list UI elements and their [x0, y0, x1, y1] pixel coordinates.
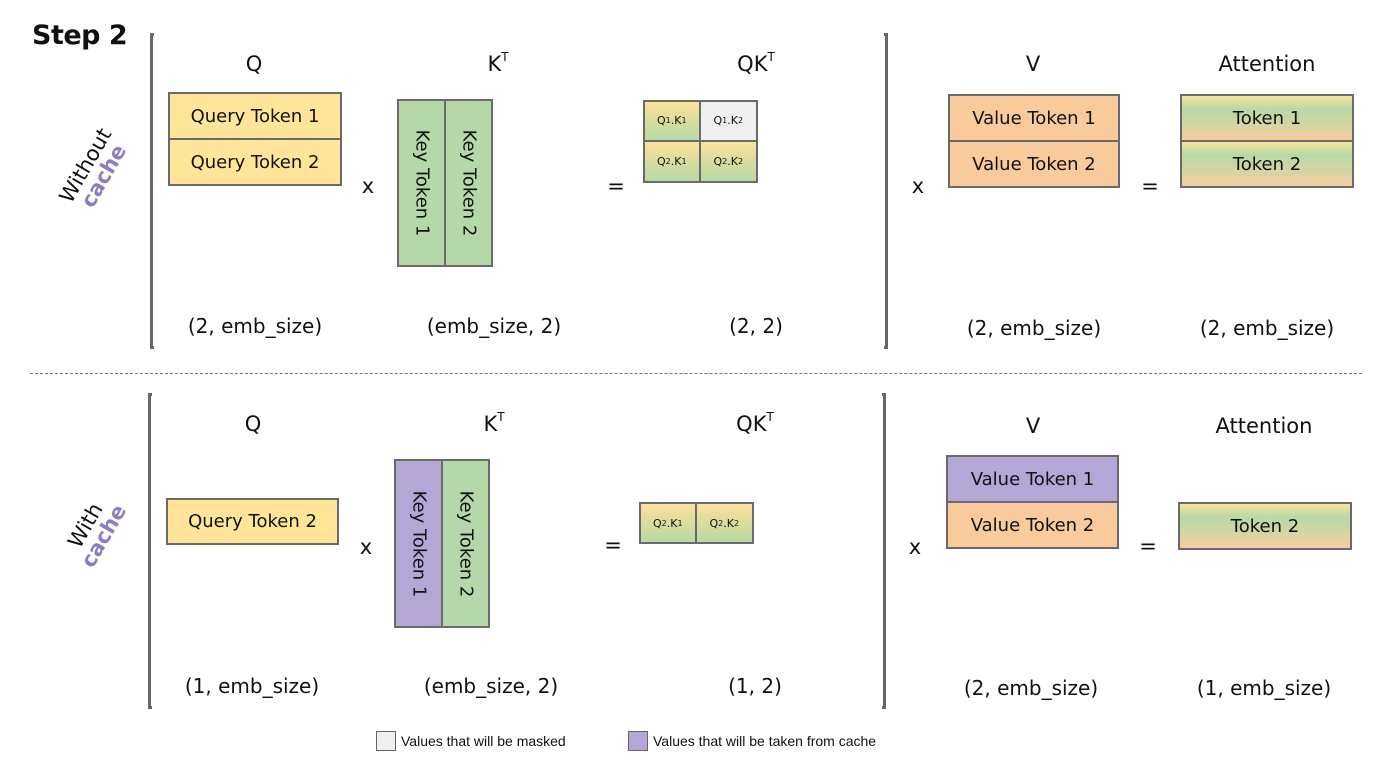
legend-swatch-masked — [376, 731, 396, 751]
value-row: Value Token 2 — [950, 142, 1118, 186]
multiply-operator: x — [911, 174, 925, 198]
header-qkt: QKT — [736, 410, 774, 436]
dimension-qkt: (2, 2) — [729, 314, 783, 338]
query-row: Query Token 2 — [168, 500, 337, 543]
key-column: Key Token 1 — [399, 101, 446, 265]
value-row-cached: Value Token 1 — [948, 457, 1117, 503]
section-divider — [30, 373, 1362, 374]
value-row: Value Token 1 — [950, 96, 1118, 142]
header-kt-base: K — [487, 52, 502, 76]
value-row: Value Token 2 — [948, 503, 1117, 547]
multiply-operator: x — [908, 535, 922, 559]
header-qkt-sup: T — [766, 410, 774, 424]
header-kt-sup: T — [501, 50, 509, 64]
attention-row: Token 1 — [1182, 96, 1352, 142]
equals-operator: = — [1139, 534, 1157, 558]
legend-label-cache: Values that will be taken from cache — [653, 733, 877, 749]
legend-item-cache: Values that will be taken from cache — [628, 731, 876, 751]
key-transpose-matrix: Key Token 1 Key Token 2 — [397, 99, 493, 267]
value-matrix: Value Token 1 Value Token 2 — [948, 94, 1120, 188]
equals-operator: = — [1141, 174, 1159, 198]
header-v: V — [1025, 414, 1041, 438]
header-qkt-base: QK — [736, 412, 767, 436]
header-kt: KT — [483, 410, 505, 436]
attention-row: Token 2 — [1180, 504, 1350, 548]
dimension-kt: (emb_size, 2) — [426, 314, 562, 338]
legend-label-masked: Values that will be masked — [401, 733, 566, 749]
equals-operator: = — [604, 533, 622, 557]
dimension-v: (2, emb_size) — [966, 316, 1102, 340]
key-column: Key Token 2 — [443, 461, 488, 626]
equals-operator: = — [607, 174, 625, 198]
key-column: Key Token 2 — [446, 101, 491, 265]
row-label-without-cache: Without cache — [49, 113, 140, 229]
header-kt: KT — [487, 50, 509, 76]
multiply-operator: x — [361, 174, 375, 198]
dimension-attention: (1, emb_size) — [1196, 676, 1332, 700]
dimension-q: (2, emb_size) — [187, 314, 323, 338]
query-matrix: Query Token 1 Query Token 2 — [168, 92, 342, 186]
header-qkt: QKT — [737, 50, 775, 76]
value-matrix: Value Token 1 Value Token 2 — [946, 455, 1119, 549]
query-row: Query Token 1 — [170, 94, 340, 140]
header-kt-base: K — [483, 412, 498, 436]
dimension-kt: (emb_size, 2) — [423, 674, 559, 698]
legend-swatch-cache — [628, 731, 648, 751]
header-qkt-sup: T — [767, 50, 775, 64]
header-attention: Attention — [1218, 52, 1316, 76]
attention-matrix: Token 2 — [1178, 502, 1352, 550]
header-attention: Attention — [1215, 414, 1313, 438]
query-matrix: Query Token 2 — [166, 498, 339, 545]
left-bracket — [150, 33, 154, 349]
row-label-with-cache: With cache — [49, 473, 140, 589]
multiply-operator: x — [359, 535, 373, 559]
right-bracket — [884, 33, 888, 349]
key-column-label: Key Token 1 — [408, 490, 429, 597]
key-column-label: Key Token 1 — [411, 129, 432, 237]
legend-item-masked: Values that will be masked — [376, 731, 566, 751]
dimension-qkt: (1, 2) — [728, 674, 782, 698]
key-transpose-matrix: Key Token 1 Key Token 2 — [394, 459, 490, 628]
dimension-v: (2, emb_size) — [963, 676, 1099, 700]
header-v: V — [1025, 52, 1041, 76]
header-kt-sup: T — [497, 410, 505, 424]
right-bracket — [882, 393, 886, 709]
diagram-title: Step 2 — [32, 20, 128, 51]
header-q: Q — [245, 52, 263, 76]
key-column-cached: Key Token 1 — [396, 461, 443, 626]
key-column-label: Key Token 2 — [458, 129, 479, 237]
attention-matrix: Token 1 Token 2 — [1180, 94, 1354, 188]
header-qkt-base: QK — [737, 52, 768, 76]
header-q: Q — [244, 412, 262, 436]
query-row: Query Token 2 — [170, 140, 340, 184]
key-column-label: Key Token 2 — [455, 490, 476, 597]
left-bracket — [148, 393, 152, 709]
dimension-q: (1, emb_size) — [184, 674, 320, 698]
dimension-attention: (2, emb_size) — [1199, 316, 1335, 340]
attention-row: Token 2 — [1182, 142, 1352, 186]
